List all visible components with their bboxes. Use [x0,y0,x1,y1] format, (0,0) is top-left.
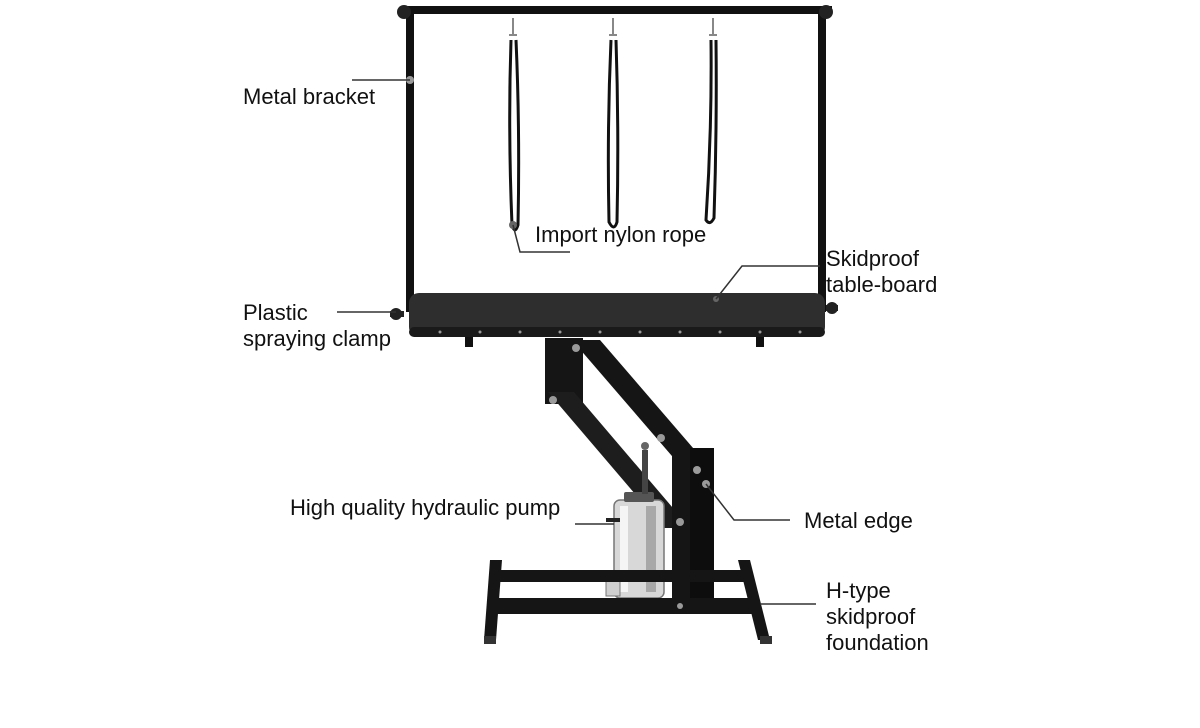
label-spraying-clamp-line-1: Plastic [243,300,308,325]
h-type-foundation [484,560,772,644]
label-foundation: H-type skidproof foundation [826,578,929,656]
label-nylon-rope: Import nylon rope [535,222,707,247]
nylon-ropes [508,18,718,232]
label-spraying-clamp-line-2: spraying clamp [243,326,391,351]
skidproof-table-board [409,293,825,347]
label-table-board: Skidproof table-board [826,246,937,298]
leader-lines [337,79,820,605]
label-metal-edge: Metal edge [804,508,913,533]
label-table-board-line-2: table-board [826,272,938,297]
label-foundation-line-2: skidproof [826,604,916,629]
label-hydraulic-pump: High quality hydraulic pump [290,495,561,520]
metal-bracket [397,5,833,304]
label-spraying-clamp: Plastic spraying clamp [243,300,391,352]
label-metal-bracket: Metal bracket [243,84,376,109]
label-table-board-line-1: Skidproof [826,246,919,271]
label-foundation-line-1: H-type [826,578,891,603]
label-foundation-line-3: foundation [826,630,929,655]
lift-column [545,338,714,612]
